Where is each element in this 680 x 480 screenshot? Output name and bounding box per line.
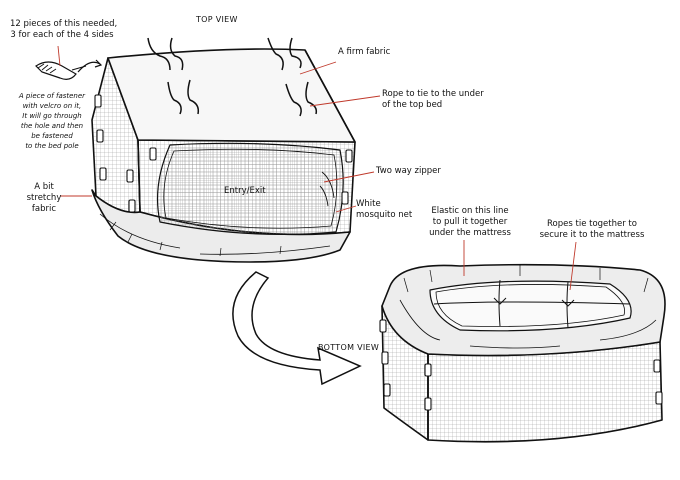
entry-exit-door [156,142,344,236]
ropes-tie-line-2: secure it to the mattress [539,230,645,240]
stretchy-fabric-line-2: stretchy [26,193,62,203]
mosquito-net-label: White mosquito net [356,199,412,221]
elastic-line-line-1: Elastic on this line [431,206,509,216]
bottom-view-net [379,263,666,443]
entry-exit-label: Entry/Exit [224,186,266,196]
arrow-icon [77,61,101,73]
elastic-line-label: Elastic on this line to pull it together… [418,206,522,239]
fastener-note-line-1: A piece of fastener [18,92,86,100]
rope-ties [433,279,631,329]
fastener-note-label: A piece of fastener with velcro on it, I… [10,91,94,151]
ropes-tie-line-1: Ropes tie together to [547,219,637,229]
fastener-note-line-3: It will go through [22,112,82,120]
mosquito-net-line-2: mosquito net [356,210,413,220]
top-fabric [107,48,356,143]
mosquito-net-line-1: White [356,199,381,209]
zipper-line [163,148,338,229]
stretchy-fabric-line-3: fabric [31,204,57,214]
fastener-tabs-left [94,94,353,213]
pieces-needed-line-1: 12 pieces of this needed, [10,19,118,29]
front-mesh-panel-bottom [427,341,663,443]
pointer-lines-top [57,45,381,213]
stretchy-band [91,189,351,263]
firm-fabric-label: A firm fabric [338,47,391,57]
arrow-icon [232,271,362,386]
elastic-line [435,284,625,327]
top-view-title: TOP VIEW [196,15,238,24]
rope-tie-line-1: Rope to tie to the under [382,89,484,99]
pointer-lines-bottom [463,240,577,291]
two-way-zipper-label: Two way zipper [376,166,441,176]
fastener-note-line-2: with velcro on it, [22,102,82,110]
top-view-net [91,37,356,263]
fastener-note-line-6: to the bed pole [25,142,79,150]
pieces-needed-line-2: 3 for each of the 4 sides [10,30,114,40]
ropes-tie-label: Ropes tie together to secure it to the m… [532,219,652,241]
rope-loops [147,37,318,117]
pieces-needed-label: 12 pieces of this needed, 3 for each of … [10,19,118,41]
mattress-opening [429,280,632,332]
fastener-note-line-5: be fastened [31,132,73,140]
rope-tie-line-2: of the top bed [382,100,443,110]
elastic-line-line-2: to pull it together [432,217,508,227]
stretchy-fabric-label: A bit stretchy fabric [24,182,64,215]
elastic-line-line-3: under the mattress [429,228,511,238]
rope-tie-label: Rope to tie to the under of the top bed [382,89,484,111]
fastener-tabs-bottom [379,319,663,411]
fastener-note-line-4: the hole and then [20,122,84,130]
velcro-fastener-icon [35,61,87,80]
stretchy-fabric-line-1: A bit [34,182,54,192]
bottom-view-title: BOTTOM VIEW [318,343,380,352]
